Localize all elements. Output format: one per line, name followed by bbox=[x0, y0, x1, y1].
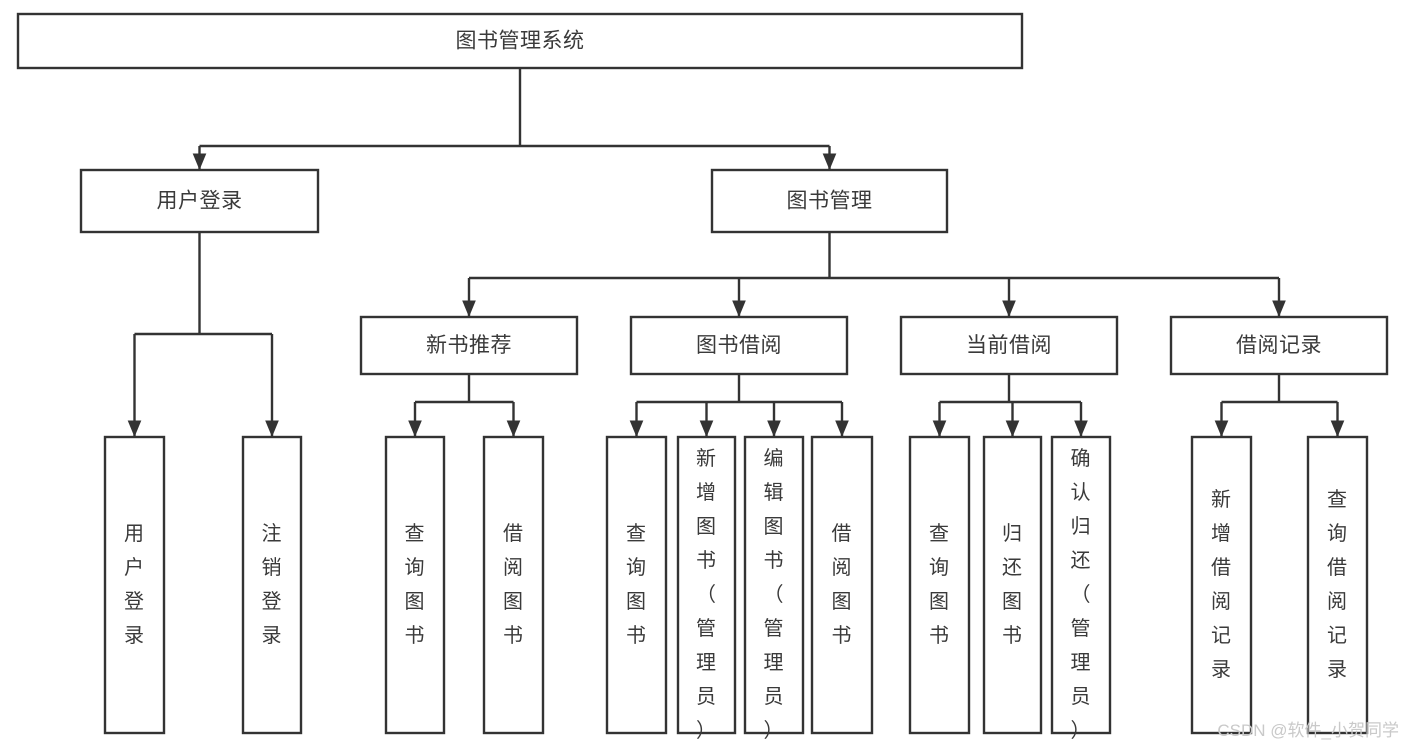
connector-root-arrow bbox=[822, 153, 837, 170]
node-leaf-query-book-recommend[interactable]: 查询图书 bbox=[384, 435, 446, 735]
connector-borrow-record-arrow bbox=[1330, 420, 1345, 437]
connector-new-book-recommend-arrow bbox=[506, 420, 521, 437]
node-leaf-query-book-current-box bbox=[908, 435, 971, 735]
connector-book-management-arrow bbox=[1002, 300, 1016, 317]
node-new-book-recommend[interactable]: 新书推荐 bbox=[359, 315, 579, 376]
node-book-borrow-label: 图书借阅 bbox=[696, 334, 782, 357]
node-leaf-user-login-label: 用户登录 bbox=[124, 523, 145, 647]
node-leaf-user-logout[interactable]: 注销登录 bbox=[241, 435, 303, 735]
connector-current-borrow-arrow bbox=[1074, 420, 1088, 437]
node-leaf-borrow-book-recommend[interactable]: 借阅图书 bbox=[482, 435, 545, 735]
node-leaf-user-logout-box bbox=[241, 435, 303, 735]
node-user-login[interactable]: 用户登录 bbox=[79, 168, 320, 234]
node-leaf-confirm-return-admin-box bbox=[1050, 435, 1112, 735]
node-leaf-return-book-label: 归还图书 bbox=[1002, 522, 1023, 647]
node-new-book-recommend-label: 新书推荐 bbox=[426, 334, 512, 357]
node-leaf-query-book-recommend-box bbox=[384, 435, 446, 735]
connector-book-borrow-arrow bbox=[629, 420, 644, 437]
connector-book-management-arrow bbox=[1272, 300, 1286, 317]
node-borrow-record-box bbox=[1169, 315, 1389, 376]
node-leaf-borrow-book-label: 借阅图书 bbox=[832, 522, 853, 647]
node-leaf-edit-book-admin[interactable]: 编辑图书（管理员） bbox=[743, 435, 805, 742]
node-leaf-add-borrow-record-label: 新增借阅记录 bbox=[1211, 488, 1232, 681]
connectors-layer bbox=[127, 68, 1345, 437]
csdn-watermark: CSDN @软件_小贺同学 bbox=[1217, 721, 1399, 740]
connector-user-login-arrow bbox=[127, 420, 142, 437]
node-leaf-query-book-current-label: 查询图书 bbox=[929, 522, 950, 647]
node-leaf-borrow-book-recommend-box bbox=[482, 435, 545, 735]
node-borrow-record-label: 借阅记录 bbox=[1236, 334, 1322, 357]
connector-borrow-record-arrow bbox=[1214, 420, 1229, 437]
connector-book-borrow-arrow bbox=[699, 420, 714, 437]
connector-root-arrow bbox=[192, 153, 207, 170]
connector-current-borrow-arrow bbox=[1005, 420, 1020, 437]
connector-current-borrow-arrow bbox=[932, 420, 947, 437]
connector-book-borrow-arrow bbox=[767, 420, 781, 437]
node-leaf-query-borrow-record[interactable]: 查询借阅记录 bbox=[1306, 435, 1369, 735]
node-leaf-borrow-book[interactable]: 借阅图书 bbox=[810, 435, 874, 735]
node-new-book-recommend-box bbox=[359, 315, 579, 376]
node-current-borrow-label: 当前借阅 bbox=[966, 334, 1052, 357]
node-book-borrow[interactable]: 图书借阅 bbox=[629, 315, 849, 376]
node-leaf-edit-book-admin-label: 编辑图书（管理员） bbox=[764, 447, 785, 742]
connector-new-book-recommend-arrow bbox=[408, 420, 422, 437]
node-leaf-borrow-book-recommend-label: 借阅图书 bbox=[503, 522, 524, 647]
node-leaf-query-book-borrow-box bbox=[605, 435, 668, 735]
node-book-borrow-box bbox=[629, 315, 849, 376]
node-root-label: 图书管理系统 bbox=[456, 30, 585, 53]
node-book-management-box bbox=[710, 168, 949, 234]
node-leaf-add-borrow-record-box bbox=[1190, 435, 1253, 735]
node-leaf-borrow-book-box bbox=[810, 435, 874, 735]
node-leaf-user-logout-label: 注销登录 bbox=[262, 522, 283, 647]
node-leaf-query-book-recommend-label: 查询图书 bbox=[405, 522, 426, 647]
node-leaf-add-book-admin-box bbox=[676, 435, 737, 735]
node-root-box bbox=[16, 12, 1024, 70]
connector-book-borrow-arrow bbox=[835, 420, 849, 437]
node-leaf-add-book-admin-label: 新增图书（管理员） bbox=[696, 447, 717, 742]
node-leaf-user-login-box bbox=[103, 435, 166, 735]
node-current-borrow-box bbox=[899, 315, 1119, 376]
connector-book-management-arrow bbox=[462, 300, 476, 317]
node-leaf-query-borrow-record-label: 查询借阅记录 bbox=[1327, 488, 1348, 681]
connector-book-management-arrow bbox=[732, 300, 746, 317]
node-leaf-query-borrow-record-box bbox=[1306, 435, 1369, 735]
node-current-borrow[interactable]: 当前借阅 bbox=[899, 315, 1119, 376]
node-leaf-edit-book-admin-box bbox=[743, 435, 805, 735]
node-root[interactable]: 图书管理系统 bbox=[16, 12, 1024, 70]
node-leaf-user-login[interactable]: 用户登录 bbox=[103, 435, 166, 735]
node-leaf-add-book-admin[interactable]: 新增图书（管理员） bbox=[676, 435, 737, 742]
node-leaf-confirm-return-admin[interactable]: 确认归还（管理员） bbox=[1050, 435, 1112, 742]
node-leaf-query-book-borrow-label: 查询图书 bbox=[626, 522, 647, 647]
node-leaf-query-book-current[interactable]: 查询图书 bbox=[908, 435, 971, 735]
node-book-management-label: 图书管理 bbox=[787, 190, 873, 213]
node-leaf-return-book-box bbox=[982, 435, 1043, 735]
nodes-layer: 图书管理系统用户登录图书管理新书推荐图书借阅当前借阅借阅记录用户登录注销登录查询… bbox=[16, 12, 1389, 742]
node-user-login-box bbox=[79, 168, 320, 234]
node-leaf-return-book[interactable]: 归还图书 bbox=[982, 435, 1043, 735]
node-leaf-add-borrow-record[interactable]: 新增借阅记录 bbox=[1190, 435, 1253, 735]
node-borrow-record[interactable]: 借阅记录 bbox=[1169, 315, 1389, 376]
connector-user-login-arrow bbox=[265, 420, 279, 437]
node-leaf-confirm-return-admin-label: 确认归还（管理员） bbox=[1071, 447, 1092, 742]
node-book-management[interactable]: 图书管理 bbox=[710, 168, 949, 234]
node-user-login-label: 用户登录 bbox=[157, 190, 243, 213]
node-leaf-query-book-borrow[interactable]: 查询图书 bbox=[605, 435, 668, 735]
